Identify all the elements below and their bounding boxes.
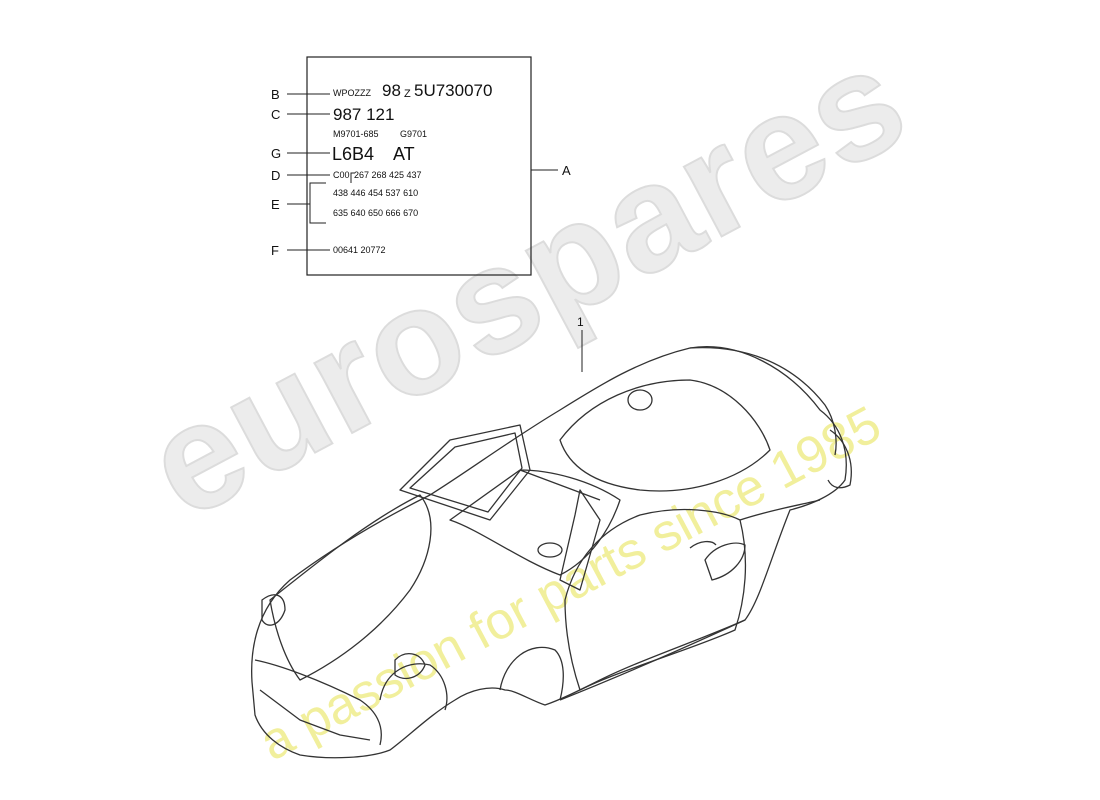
engine-bay xyxy=(559,379,771,492)
bracket-e xyxy=(309,182,326,224)
car-body-shell xyxy=(251,346,852,759)
rear-quarter-line xyxy=(739,499,821,521)
rear-deck xyxy=(689,346,837,456)
door-panel xyxy=(564,508,747,691)
windshield-frame xyxy=(399,424,531,521)
body-outline xyxy=(251,346,847,759)
front-crossmember xyxy=(254,659,382,746)
roll-bar xyxy=(559,489,601,591)
headlamp-right xyxy=(394,653,426,679)
label-engine-code: L6B4 xyxy=(332,144,375,164)
label-vin-prefix: WPOZZZ xyxy=(333,88,371,98)
label-type-code: 987 121 xyxy=(333,105,395,124)
callout-g: G xyxy=(271,146,282,161)
headlamp-left xyxy=(261,594,286,626)
bumper-beam xyxy=(259,689,371,741)
label-vin-z: Z xyxy=(404,88,411,100)
cockpit-rail xyxy=(519,469,601,501)
label-vin-serial: 5U730070 xyxy=(414,81,493,100)
label-paint-codes: 00641 20772 xyxy=(333,245,386,255)
sill-line xyxy=(559,619,746,701)
side-intake xyxy=(704,542,746,581)
tail-light-bracket xyxy=(827,429,852,489)
label-g-code: G9701 xyxy=(400,129,428,139)
strut-top xyxy=(627,389,653,411)
label-vin-model: 98 xyxy=(382,81,401,100)
cockpit-floor xyxy=(449,469,621,576)
label-m-code: M9701-685 xyxy=(333,129,379,139)
callout-e: E xyxy=(271,197,280,212)
label-option-codes-1: 438 446 454 537 610 xyxy=(333,188,419,198)
hood xyxy=(269,494,432,681)
label-d-codes: 267 268 425 437 xyxy=(354,170,422,180)
rear-wheel-arch xyxy=(499,646,564,701)
front-wheel-arch xyxy=(379,663,448,711)
mirror-mount xyxy=(689,540,717,549)
label-option-codes-2: 635 640 650 666 670 xyxy=(333,208,419,218)
vehicle-label-box xyxy=(306,56,532,276)
callout-part-1: 1 xyxy=(577,315,584,329)
floor-hole xyxy=(537,542,563,558)
callout-b: B xyxy=(271,87,280,102)
callout-c: C xyxy=(271,107,281,122)
windshield-inner xyxy=(409,432,523,513)
label-d-prefix: C00 xyxy=(333,170,350,180)
callout-a: A xyxy=(562,163,571,178)
label-gearbox-code: AT xyxy=(393,144,415,164)
callout-d: D xyxy=(271,168,281,183)
callout-f: F xyxy=(271,243,279,258)
bracket-d xyxy=(350,172,355,183)
